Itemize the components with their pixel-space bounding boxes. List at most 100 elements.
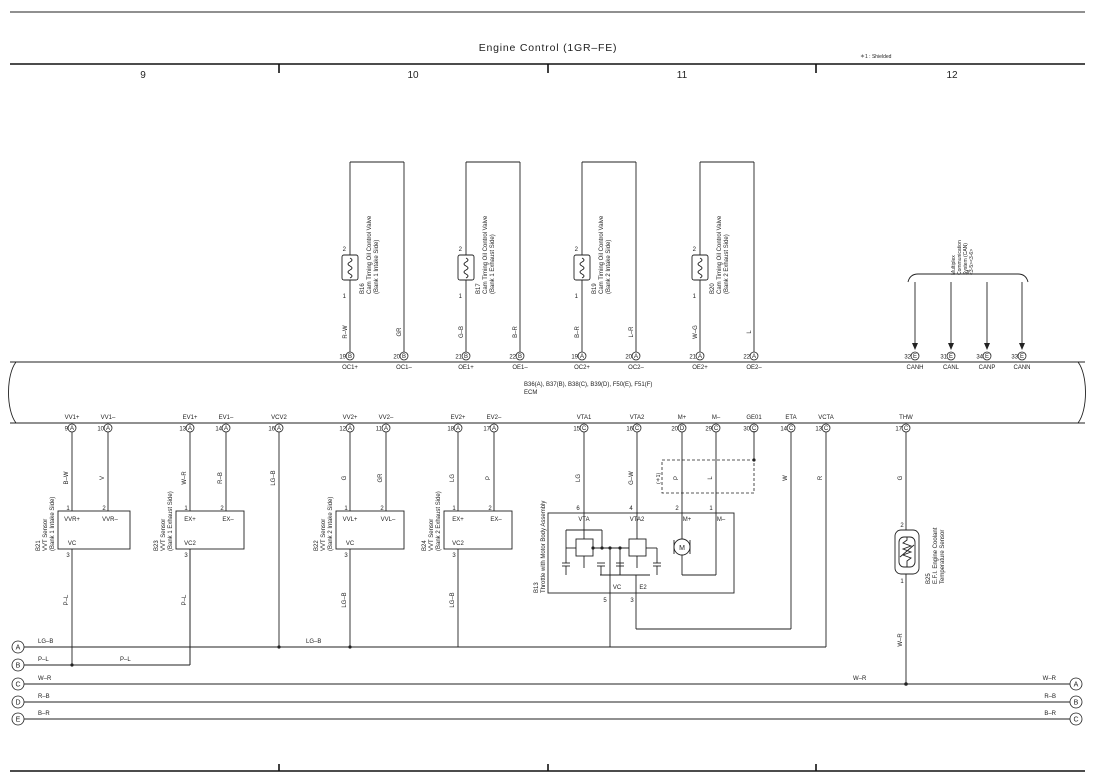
pin-number: 19 <box>571 355 578 361</box>
valve-desc: Cam Timing Oil Control Valve <box>367 215 373 294</box>
throttle-sensor-1 <box>575 538 594 557</box>
sensor-terminal: VVR+ <box>64 517 80 523</box>
shield-label: (＊1) <box>656 473 662 484</box>
wire-color-label: R–B <box>218 472 224 484</box>
sensor-desc: VVT Sensor <box>161 519 167 551</box>
connector-circle-icon <box>1017 351 1027 361</box>
coolant-pin-bottom: 1 <box>900 579 904 585</box>
sensor-location: (Bank 1 Intake Side) <box>50 497 56 551</box>
bus-connector-right <box>1069 695 1083 709</box>
ecm-terminal-name: OC2– <box>628 365 644 371</box>
sensor-id: B22 <box>314 540 320 551</box>
ecm-terminal-name: OE2+ <box>692 365 708 371</box>
bus-connector-letter: B <box>16 663 21 670</box>
pin-number: 14 <box>780 427 787 433</box>
bus-wire-label: P–L <box>38 657 49 663</box>
valve-pin-top: 2 <box>343 247 347 253</box>
connector-letter: A <box>384 426 388 432</box>
bus-wire-label: B–R <box>38 711 50 717</box>
wire-color-label: V <box>100 476 106 480</box>
pin-number: 18 <box>447 427 454 433</box>
ecm-block: B36(A), B37(B), B38(C), B39(D), F50(E), … <box>8 361 1086 424</box>
valve-desc: Cam Timing Oil Control Valve <box>599 215 605 294</box>
ecm-terminal-name: CANL <box>943 365 960 371</box>
sensor-terminal: VVL– <box>381 517 396 523</box>
connector-letter: A <box>698 354 702 360</box>
pin-number: 31 <box>940 355 947 361</box>
coolant-wire: W–R <box>898 633 904 647</box>
sensor-terminal: VVR– <box>102 517 118 523</box>
wire-color-label: G <box>898 475 904 480</box>
valve-location: (Bank 1 Exhaust Side) <box>490 234 496 294</box>
throttle-terminal-mminus: M– <box>717 517 726 523</box>
sensor-location: (Bank 1 Exhaust Side) <box>168 491 174 551</box>
ecm-terminal-name: VTA2 <box>630 415 645 421</box>
bus-connector-letter: D <box>15 700 20 707</box>
connector-letter: A <box>492 426 496 432</box>
ecm-terminal-name: VCTA <box>818 415 834 421</box>
throttle-sensor-2 <box>628 538 647 557</box>
pin-number: 12 <box>339 427 346 433</box>
bus-wire-label: R–B <box>38 694 50 700</box>
pin-number: 17 <box>483 427 490 433</box>
ecm-terminal-name: OC1– <box>396 365 412 371</box>
ecm-terminal-name: EV1– <box>219 415 234 421</box>
pin-number: 19 <box>339 355 346 361</box>
throttle-pin-mplus: 2 <box>675 506 679 512</box>
ecm-terminal-name: OE2– <box>746 365 762 371</box>
throttle-body: B13 Throttle with Motor Body Assembly VT… <box>534 431 826 648</box>
throttle-terminal-mplus: M+ <box>683 517 692 523</box>
can-system: Multiplex Communication System (CAN) <3-… <box>907 240 1029 283</box>
ecm-terminal-name: VV1– <box>101 415 116 421</box>
sensor-terminal: VVL+ <box>343 517 358 523</box>
connector-letter: C <box>824 426 829 432</box>
diagram-title: Engine Control (1GR–FE) <box>479 42 618 54</box>
connector-letter: A <box>224 426 228 432</box>
wire-color-label: G–B <box>459 326 465 338</box>
sensor-id: B24 <box>422 540 428 551</box>
throttle-pin-vta2: 4 <box>629 506 633 512</box>
arrow-down-icon <box>1019 343 1025 350</box>
connector-letter: A <box>70 426 74 432</box>
pin-number: 34 <box>976 355 983 361</box>
wire-color-label: P–L <box>182 594 188 605</box>
bus-connector-left <box>11 695 25 709</box>
ecm-terminal-name: VV2+ <box>343 415 358 421</box>
valve-pin-top: 2 <box>575 247 579 253</box>
bus-connector-left <box>11 677 25 691</box>
bus-right-label-wr: W–R <box>853 676 867 682</box>
pin-number: 32 <box>904 355 911 361</box>
valve-id: B19 <box>592 283 598 294</box>
sensor-pin: 1 <box>66 506 70 512</box>
wire-color-label: W–R <box>182 471 188 485</box>
ecm-terminal-name: GE01 <box>746 415 762 421</box>
wire-color-label: LG–B <box>450 592 456 607</box>
connector-letter: C <box>752 426 757 432</box>
valve-pin-bottom: 1 <box>459 294 463 300</box>
bus-connector-left <box>11 658 25 672</box>
ecm-terminal-name: VCV2 <box>271 415 287 421</box>
ecm-terminal-name: OE1– <box>512 365 528 371</box>
wire-color-label: LG–B <box>342 592 348 607</box>
column-12: 12 <box>946 70 958 81</box>
connector-letter: A <box>580 354 584 360</box>
valve-pin-top: 2 <box>693 247 697 253</box>
ecm-terminal-name: THW <box>899 415 913 421</box>
connector-letter: A <box>348 426 352 432</box>
